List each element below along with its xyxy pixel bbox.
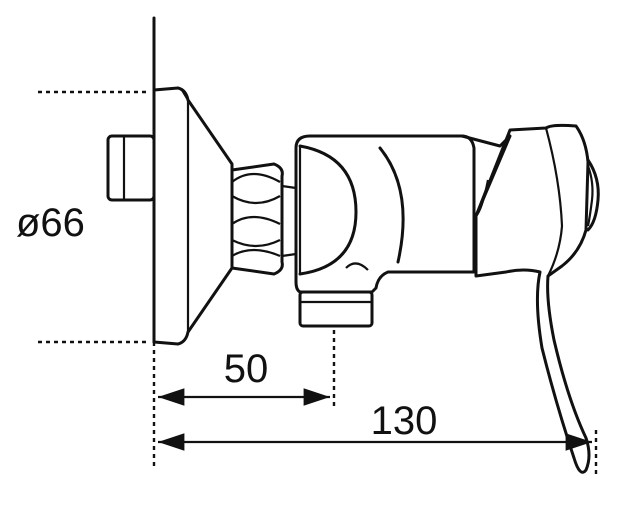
- wall-rosette: [152, 86, 234, 346]
- outlet-spigot: [298, 290, 374, 328]
- length-label: 130: [371, 399, 438, 443]
- inlet-pipe: [106, 134, 156, 202]
- hex-nut: [230, 162, 297, 276]
- valve-body: [294, 134, 476, 294]
- cartridge-cover: [460, 134, 512, 274]
- lever-handle: [474, 123, 600, 474]
- diameter-label: ø66: [16, 201, 85, 245]
- depth-label: 50: [224, 347, 269, 391]
